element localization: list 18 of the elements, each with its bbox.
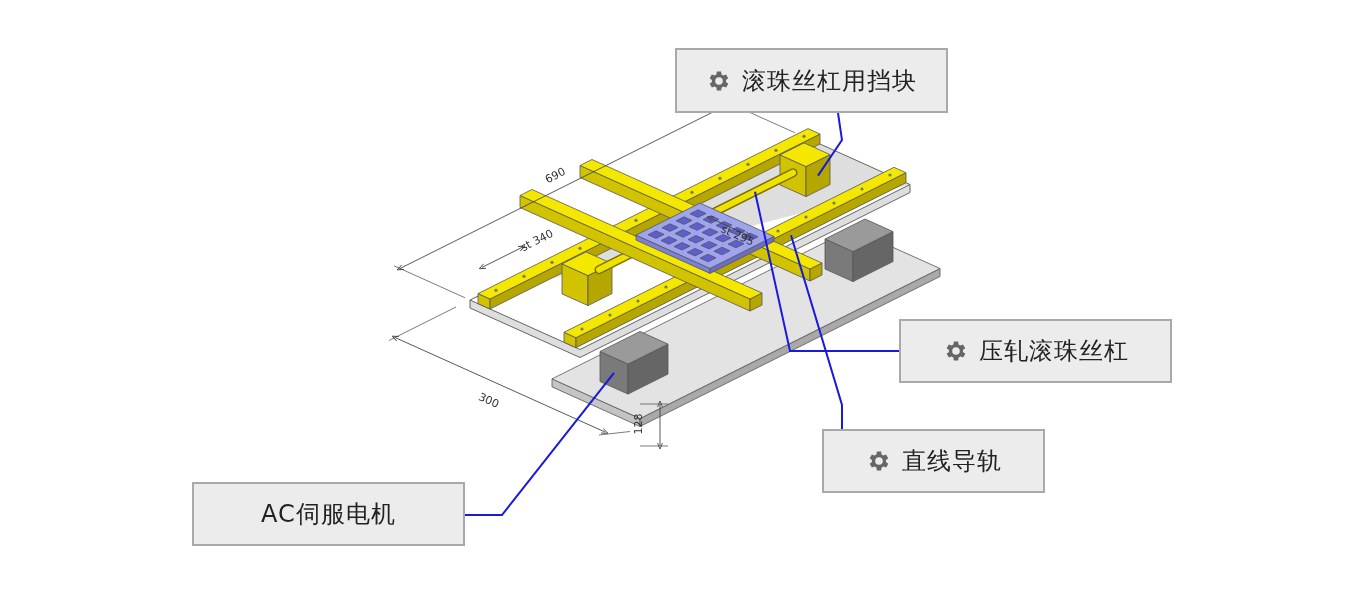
dimension-label: st 340 (519, 227, 556, 255)
leader-line (464, 371, 615, 516)
callout-text: 滚珠丝杠用挡块 (742, 65, 917, 97)
callout-text: AC伺服电机 (261, 499, 396, 530)
callout-box (675, 48, 948, 113)
callout-text: 直线导轨 (901, 446, 1002, 477)
dimension-label: st 295 (719, 223, 756, 249)
callout-box (192, 482, 465, 546)
dimension-label: 690 (543, 165, 568, 187)
callout-box (822, 429, 1045, 493)
callout-text: 压轧滚珠丝杠 (978, 336, 1129, 367)
dimension-label: 300 (476, 391, 501, 411)
stopper-block (779, 142, 831, 197)
dimension-label: 128 (632, 413, 645, 435)
leader-line (754, 190, 900, 352)
servo-motor (599, 331, 669, 395)
callout-box (899, 319, 1172, 383)
leader-line (790, 234, 843, 430)
